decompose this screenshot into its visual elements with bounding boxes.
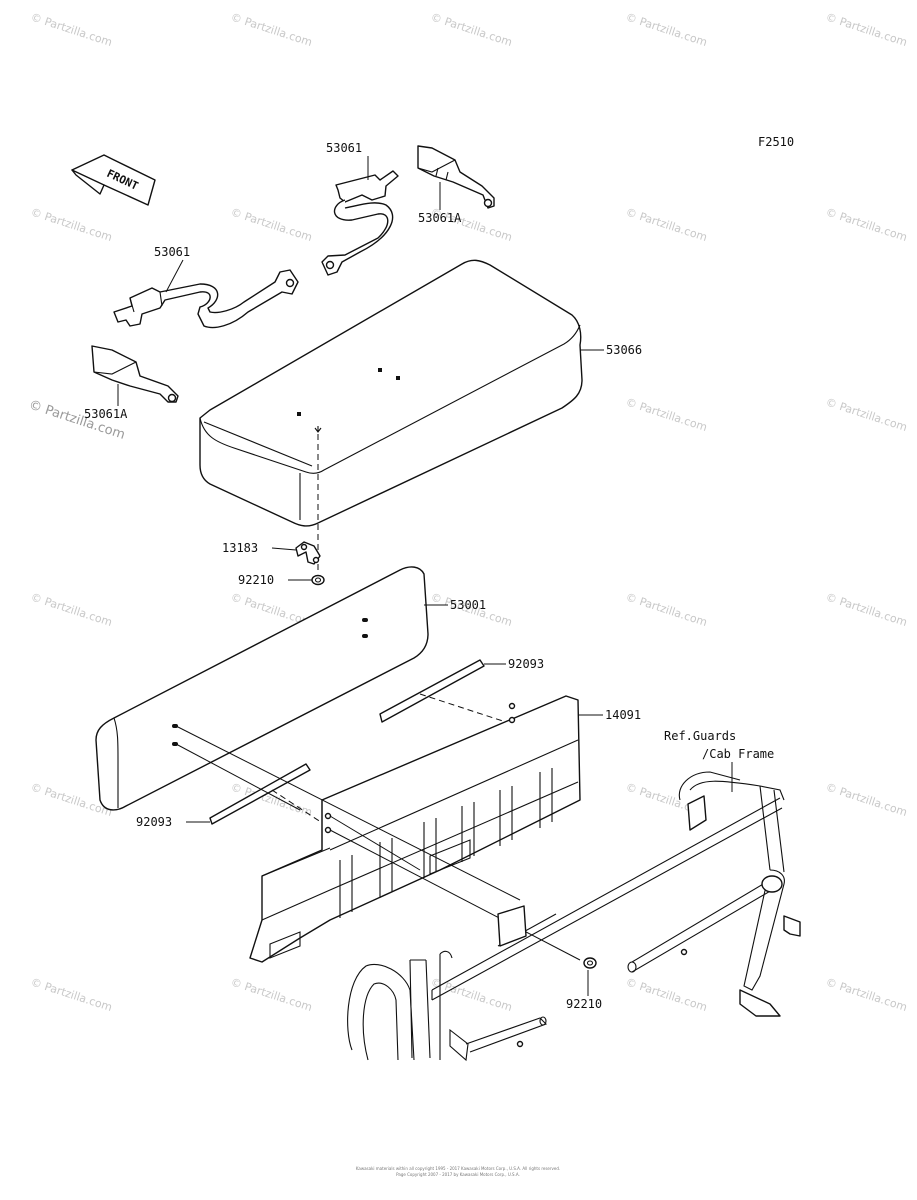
watermark-text: © Partzilla.com xyxy=(624,205,709,244)
watermark-text: © Partzilla.com xyxy=(824,780,909,819)
footer-copyright-line2: Page Copyright 2007 - 2017 by Kawasaki M… xyxy=(396,1172,520,1177)
cab-frame-reference xyxy=(347,771,801,1062)
figure-code: F2510 xyxy=(758,135,794,149)
seat-back-53066 xyxy=(199,259,583,527)
watermark-text: © Partzilla.com xyxy=(229,205,314,244)
strap-53061-top xyxy=(321,170,399,276)
label-92093-left: 92093 xyxy=(136,815,172,829)
watermark-layer: © Partzilla.com © Partzilla.com © Partzi… xyxy=(27,10,909,1014)
watermark-text: © Partzilla.com xyxy=(29,975,114,1014)
guide-line xyxy=(419,693,513,725)
watermark-text: © Partzilla.com xyxy=(29,205,114,244)
strap-53061-left xyxy=(113,269,299,329)
label-53061a-left: 53061A xyxy=(84,407,128,421)
label-53001: 53001 xyxy=(450,598,486,612)
footer-copyright-line1: Kawasaki materials within all copyright … xyxy=(356,1166,560,1171)
label-92210-bottom: 92210 xyxy=(566,997,602,1011)
label-14091: 14091 xyxy=(605,708,641,722)
watermark-text: © Partzilla.com xyxy=(29,10,114,49)
watermark-text: © Partzilla.com xyxy=(824,975,909,1014)
guide-line xyxy=(329,829,581,961)
leader-line xyxy=(165,259,184,293)
buckle-53061a-left xyxy=(91,345,179,403)
buckle-53061a-top xyxy=(417,145,495,209)
watermark-text: © Partzilla.com xyxy=(624,10,709,49)
label-13183: 13183 xyxy=(222,541,258,555)
watermark-text: © Partzilla.com xyxy=(229,975,314,1014)
watermark-text: © Partzilla.com xyxy=(824,205,909,244)
guide-line xyxy=(271,789,331,829)
rail-92093-left xyxy=(209,763,311,825)
seat-base-14091 xyxy=(249,695,581,963)
watermark-text: © Partzilla.com xyxy=(624,590,709,629)
guide-line xyxy=(175,743,301,811)
rail-92093-right xyxy=(379,659,485,723)
nut-92210-top xyxy=(311,574,325,586)
watermark-text: © Partzilla.com xyxy=(824,395,909,434)
label-53066: 53066 xyxy=(606,343,642,357)
label-53061-left: 53061 xyxy=(154,245,190,259)
label-53061a-top: 53061A xyxy=(418,211,462,225)
watermark-text: © Partzilla.com xyxy=(429,10,514,49)
label-92210-top: 92210 xyxy=(238,573,274,587)
watermark-text: © Partzilla.com xyxy=(824,590,909,629)
watermark-text: © Partzilla.com xyxy=(29,590,114,629)
front-arrow-icon: FRONT xyxy=(71,154,156,206)
guide-line xyxy=(175,725,521,901)
reference-note-line2: /Cab Frame xyxy=(702,747,774,761)
reference-note-line1: Ref.Guards xyxy=(664,729,736,743)
label-92093-right: 92093 xyxy=(508,657,544,671)
bracket-13183 xyxy=(295,541,321,565)
watermark-text: © Partzilla.com xyxy=(624,395,709,434)
seat-cushion-53001 xyxy=(95,566,429,811)
watermark-text: © Partzilla.com xyxy=(624,975,709,1014)
guide-line xyxy=(329,815,421,871)
leader-line xyxy=(271,547,297,551)
label-53061-top: 53061 xyxy=(326,141,362,155)
watermark-text: © Partzilla.com xyxy=(824,10,909,49)
nut-92210-bottom xyxy=(583,957,597,969)
watermark-text: © Partzilla.com xyxy=(229,10,314,49)
